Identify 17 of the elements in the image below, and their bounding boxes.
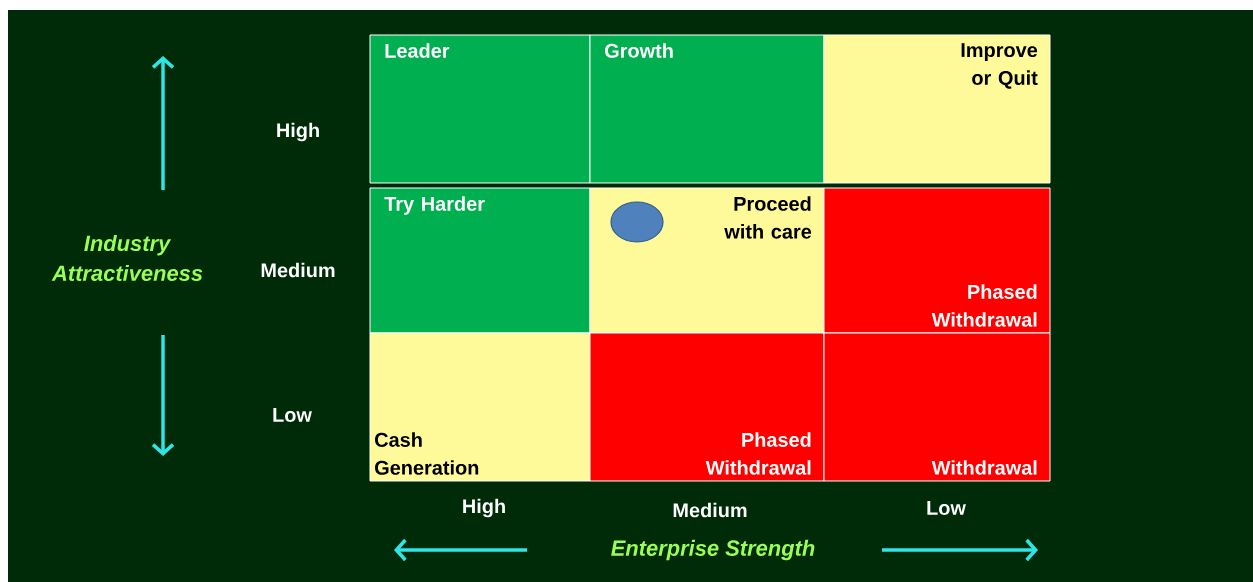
axis-label: Low: [927, 501, 966, 515]
matrix-cell: Withdrawal: [823, 332, 1051, 482]
axis-label: Medium: [673, 502, 747, 518]
matrix-cell: Improve or Quit: [823, 34, 1051, 184]
dot-marker: [610, 201, 664, 243]
matrix-cell: Growth: [589, 34, 825, 184]
matrix-cell: Cash Generation: [369, 332, 591, 482]
matrix-cell: Proceed with care: [589, 187, 825, 334]
axis-label: Low: [273, 408, 312, 422]
axis-title: Enterprise Strength: [611, 539, 815, 561]
axis-title: Industry Attractiveness: [51, 235, 203, 281]
matrix-cell: Phased Withdrawal: [823, 187, 1051, 334]
axis-label: Medium: [261, 262, 335, 278]
matrix-cell: Try Harder: [369, 187, 591, 334]
matrix-cell: Phased Withdrawal: [589, 332, 825, 482]
axis-label: High: [277, 122, 319, 142]
matrix-cell: Leader: [369, 34, 591, 184]
